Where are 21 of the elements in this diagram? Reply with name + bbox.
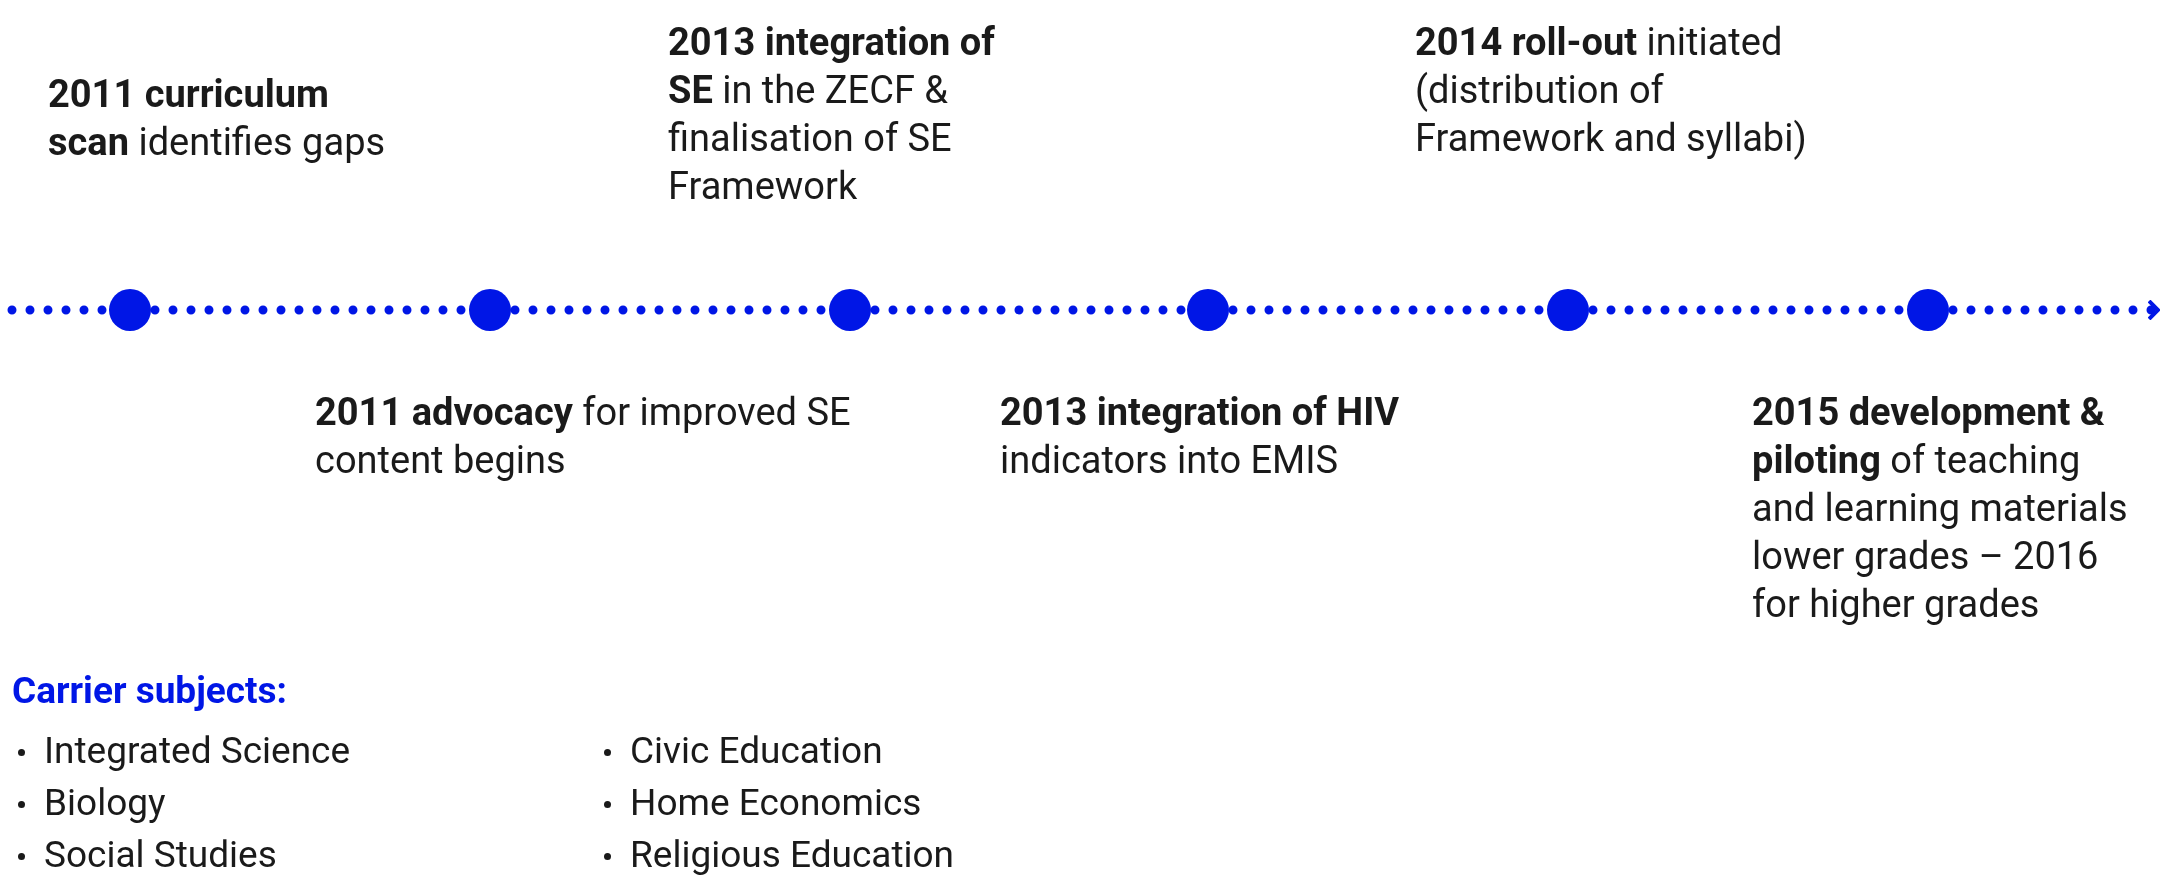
milestone-dot: [469, 289, 511, 331]
milestone-dot: [1187, 289, 1229, 331]
list-item: Biology: [44, 780, 166, 826]
list-item: Home Economics: [630, 780, 922, 826]
milestone-text: 2014 roll-out initiated (distribution of Framework and syllabi): [1415, 19, 1808, 162]
list-item: Religious Education: [630, 832, 955, 876]
milestone-text: 2011 curriculum scan identifies gaps: [48, 71, 387, 166]
timeline-arrow: [1948, 299, 2163, 321]
list-item: Integrated Science: [44, 728, 351, 774]
milestone-text: 2011 advocacy for improved SE content begins: [315, 389, 852, 484]
milestone-dot: [829, 289, 871, 331]
milestone-text: 2013 integration of HIV indicators into EMIS: [1000, 389, 1401, 484]
milestone-dot: [109, 289, 151, 331]
milestone-text: 2013 integration of SE in the ZECF & finalisation of SE Framework: [668, 19, 996, 210]
list-heading: Carrier subjects:: [12, 668, 287, 714]
list-item: Social Studies: [44, 832, 277, 876]
milestone-dot: [1907, 289, 1949, 331]
milestone-dot: [1547, 289, 1589, 331]
list-item: Civic Education: [630, 728, 883, 774]
timeline-line: [870, 305, 1188, 315]
milestone-text: 2015 development & piloting of teaching and learning materials lower grades – 2016 for higher grades: [1752, 389, 2129, 628]
